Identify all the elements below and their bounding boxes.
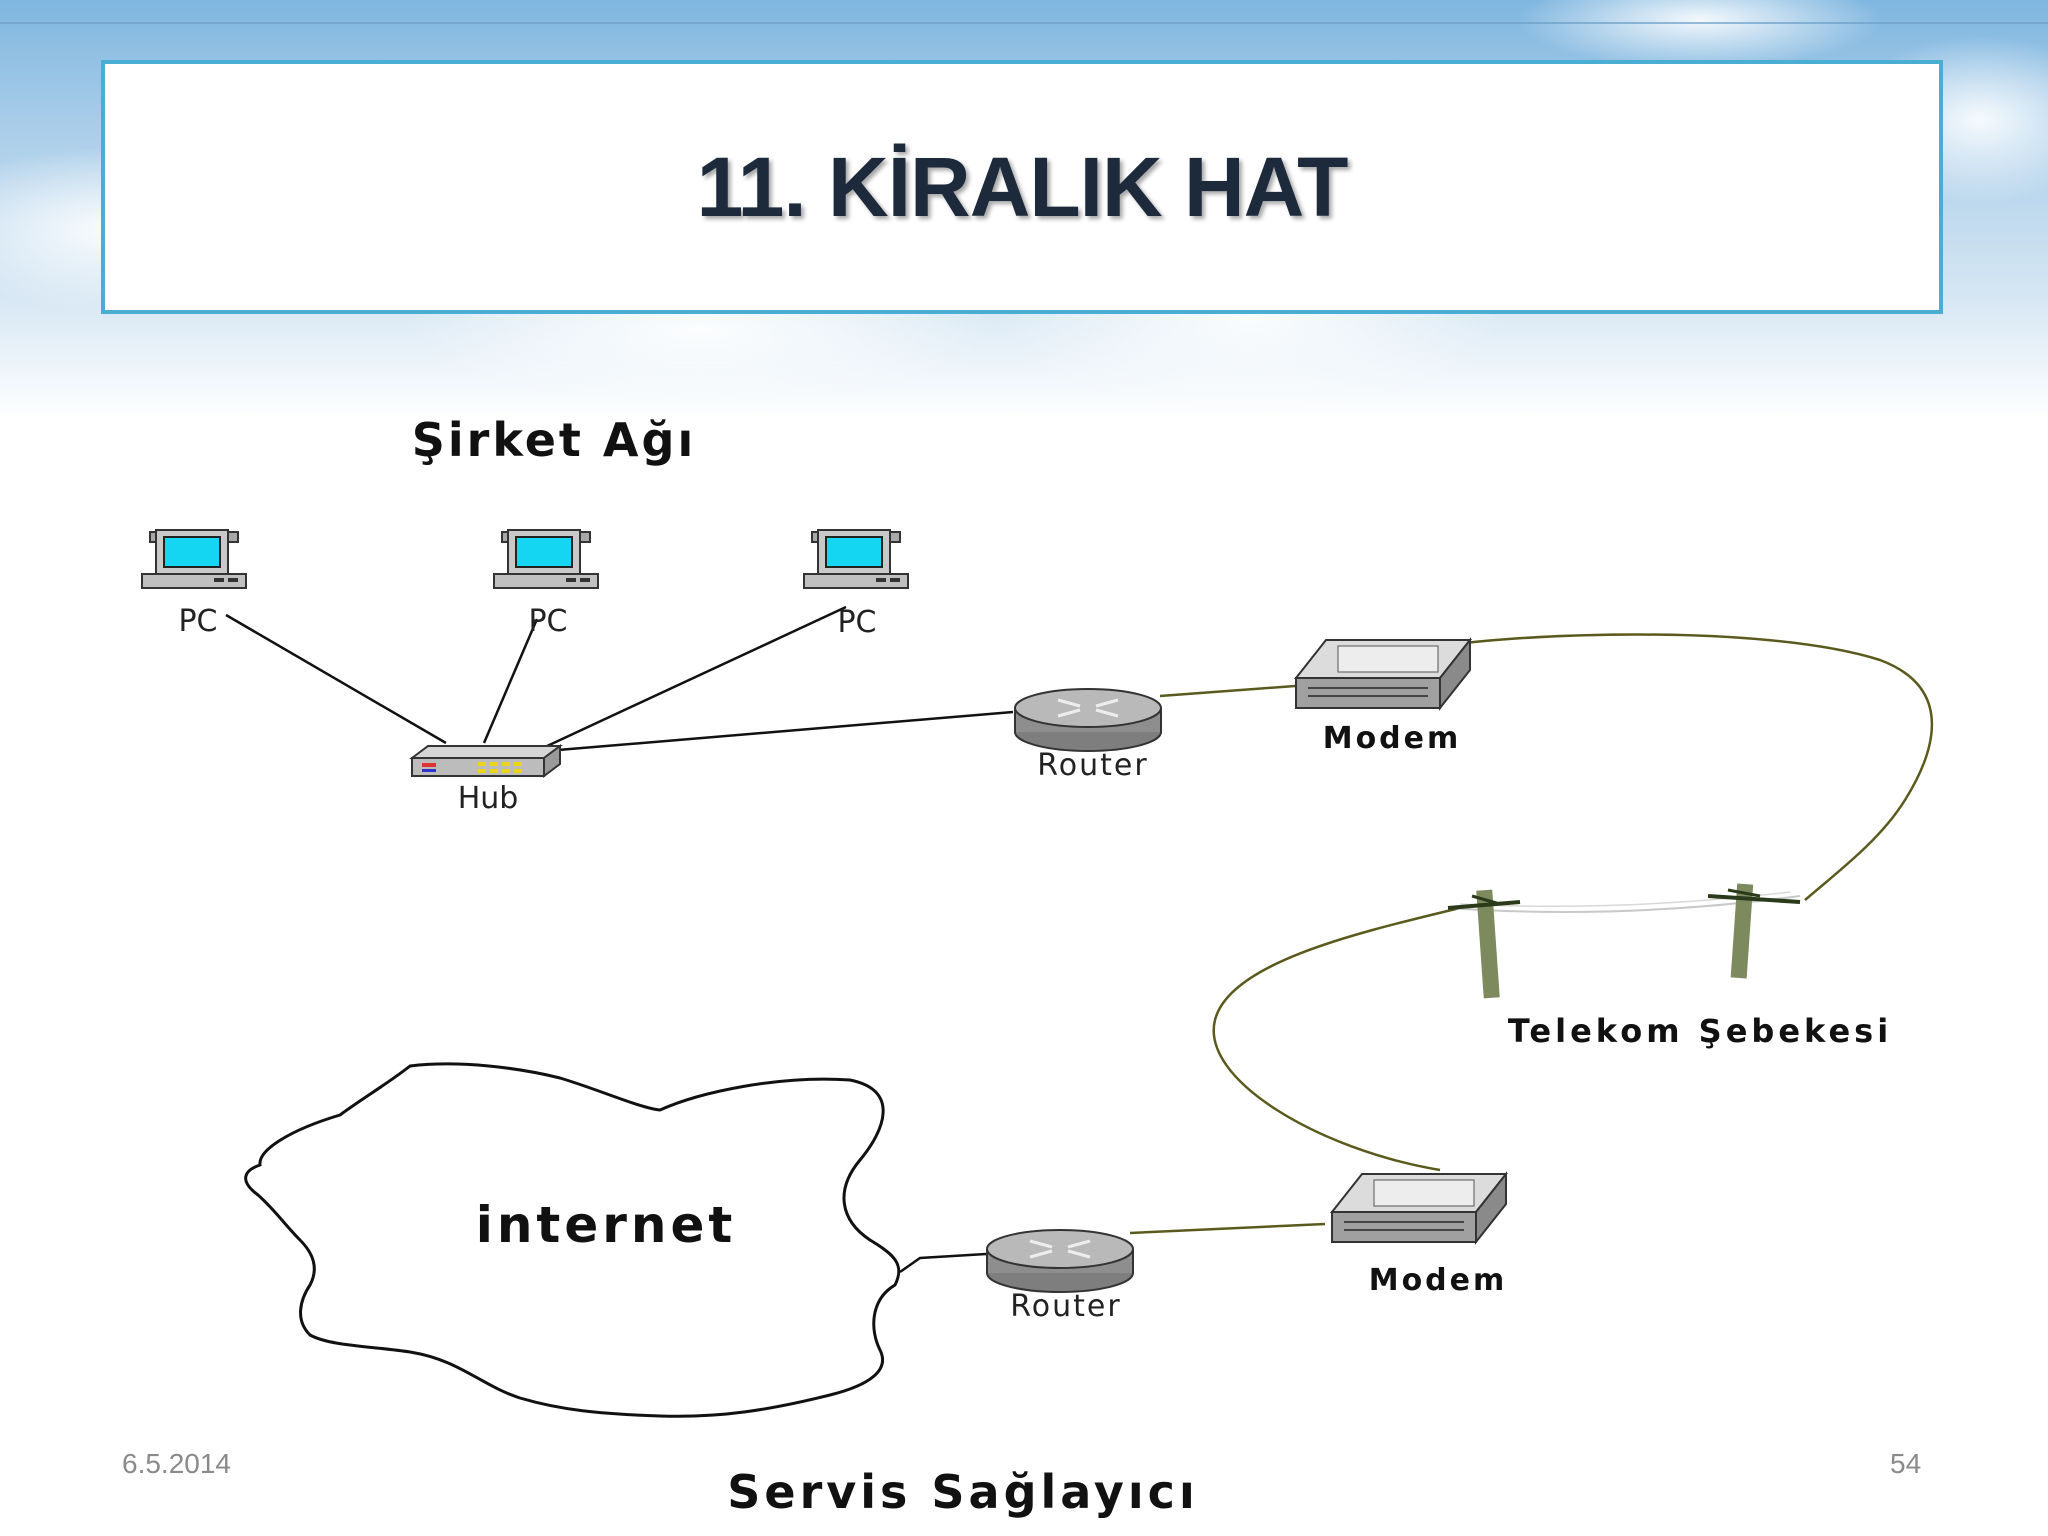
slide-title: 11. KİRALIK HAT xyxy=(696,139,1349,234)
pc-2-label: PC xyxy=(528,604,567,639)
telekom-poles xyxy=(1447,883,1801,999)
top-divider xyxy=(0,22,2048,24)
hub-device xyxy=(409,744,563,778)
cable-modem-telekom xyxy=(1431,633,1934,901)
modem-top xyxy=(1295,639,1471,709)
cable-telekom-modem xyxy=(1212,904,1469,1172)
cable-router-internet xyxy=(899,1252,987,1274)
page-number: 54 xyxy=(1890,1448,1922,1479)
pc-3-label: PC xyxy=(837,605,876,640)
modem-bottom-label: Modem xyxy=(1369,1263,1508,1298)
sirket-agi-label: Şirket Ağı xyxy=(412,413,696,467)
hub-label: Hub xyxy=(458,781,519,816)
pc-2 xyxy=(493,529,599,589)
internet-label: internet xyxy=(476,1196,737,1254)
pc-1-label: PC xyxy=(178,604,217,639)
pc-3 xyxy=(803,529,909,589)
pc-1 xyxy=(141,529,247,589)
cable-pc3-hub xyxy=(544,605,847,749)
cable-pc1-hub xyxy=(225,613,447,745)
internet-cloud xyxy=(244,1062,901,1418)
servis-saglayici-label: Servis Sağlayıcı xyxy=(727,1465,1198,1519)
cable-pc2-hub xyxy=(482,618,539,744)
title-box: 11. KİRALIK HAT xyxy=(101,60,1943,314)
cable-hub-router xyxy=(557,710,1014,752)
cable-lines xyxy=(225,605,1934,1274)
cable-modem-router-bottom xyxy=(1129,1222,1326,1235)
footer-date: 6.5.2014 xyxy=(122,1448,231,1479)
router-top xyxy=(1013,687,1163,753)
modem-top-label: Modem xyxy=(1323,721,1462,756)
router-bottom-label: Router xyxy=(1010,1289,1121,1324)
cable-router-modem-top xyxy=(1159,684,1296,698)
router-bottom xyxy=(985,1228,1135,1294)
telekom-label: Telekom Şebekesi xyxy=(1508,1012,1892,1050)
router-top-label: Router xyxy=(1037,748,1148,783)
modem-bottom xyxy=(1331,1173,1507,1243)
